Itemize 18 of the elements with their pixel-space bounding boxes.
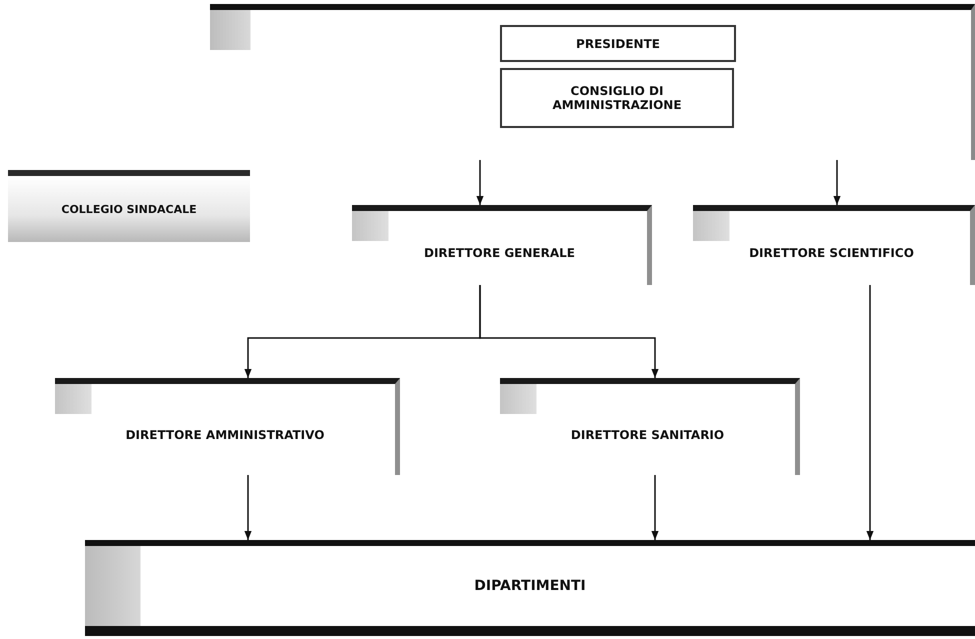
node-label: DIRETTORE AMMINISTRATIVO bbox=[126, 428, 324, 442]
node-label: DIRETTORE SANITARIO bbox=[570, 428, 724, 442]
arrow bbox=[479, 285, 659, 378]
role-box bbox=[500, 25, 736, 62]
arrow bbox=[476, 160, 484, 205]
board-box bbox=[500, 68, 734, 128]
node-label: DIRETTORE GENERALE bbox=[424, 246, 575, 260]
audit-board-box bbox=[8, 170, 250, 242]
node-label: CONSIGLIO DI AMMINISTRAZIONE bbox=[551, 84, 683, 112]
node-label: DIPARTIMENTI bbox=[474, 578, 586, 594]
node-label: DIRETTORE SCIENTIFICO bbox=[749, 246, 914, 260]
node-label: PRESIDENTE bbox=[576, 36, 660, 50]
arrow bbox=[244, 475, 252, 540]
arrow bbox=[833, 160, 841, 205]
node-label: COLLEGIO SINDACALE bbox=[61, 202, 197, 216]
departments-band bbox=[85, 540, 975, 636]
arrow bbox=[866, 285, 874, 540]
arrow bbox=[651, 475, 659, 540]
